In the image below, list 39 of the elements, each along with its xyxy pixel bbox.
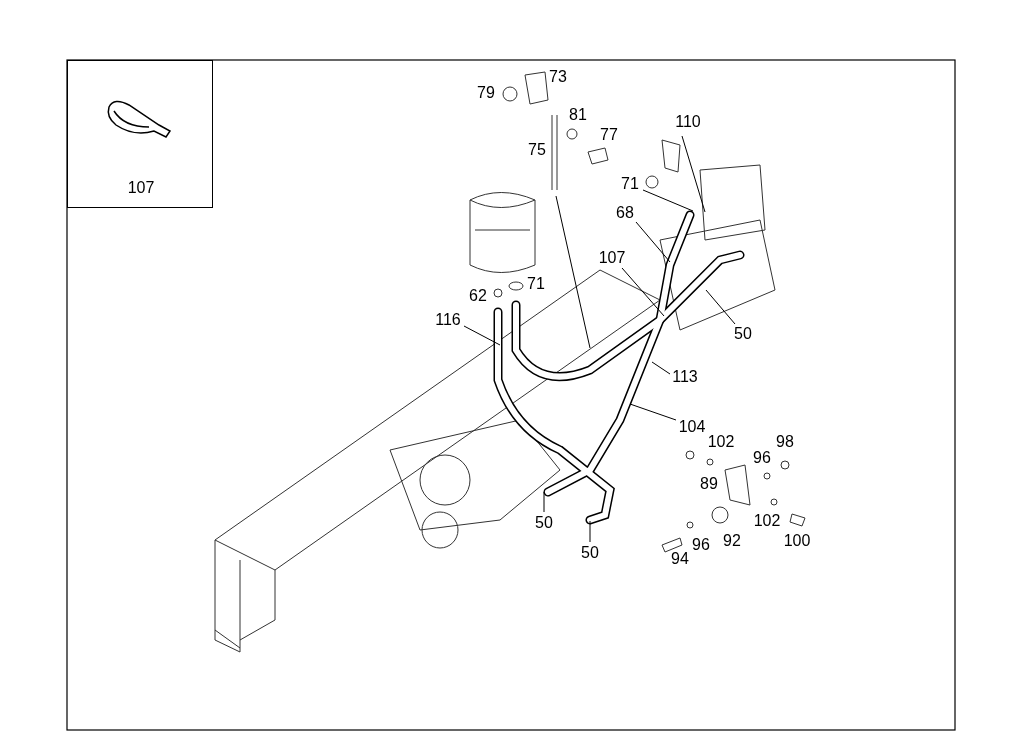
callout-number: 96 — [753, 450, 771, 466]
callout-number: 50 — [535, 515, 553, 531]
callout-number: 110 — [675, 114, 701, 130]
callout-number: 116 — [435, 312, 461, 328]
leader-line — [543, 491, 545, 513]
leader-line — [681, 135, 706, 213]
callout-number: 89 — [700, 476, 718, 492]
leader-line — [589, 520, 591, 543]
callout-number: 73 — [549, 69, 567, 85]
callout-number: 100 — [783, 533, 811, 549]
callout-number: 75 — [528, 142, 546, 158]
callout-number: 71 — [527, 276, 545, 292]
callout-number: 50 — [581, 545, 599, 561]
callout-number: 79 — [477, 85, 495, 101]
callout-number: 81 — [569, 107, 587, 123]
callout-number: 92 — [723, 533, 741, 549]
inset-box — [67, 60, 213, 208]
callout-number: 104 — [678, 419, 706, 435]
callout-number: 68 — [616, 205, 634, 221]
leader-line — [635, 221, 671, 263]
leader-line — [642, 189, 694, 212]
callout-number: 102 — [753, 513, 781, 529]
callout-number: 98 — [776, 434, 794, 450]
leader-line — [463, 325, 501, 346]
callout-number: 94 — [671, 551, 689, 567]
callout-number: 107 — [127, 180, 155, 196]
leader-line — [705, 289, 736, 325]
callout-number: 77 — [600, 127, 618, 143]
callout-number: 102 — [707, 434, 735, 450]
leader-line — [651, 361, 671, 375]
callout-number: 96 — [692, 537, 710, 553]
callout-number: 113 — [672, 369, 698, 385]
callout-number: 62 — [469, 288, 487, 304]
callout-number: 107 — [598, 250, 626, 266]
leader-line — [629, 403, 677, 421]
leader-line — [555, 195, 591, 349]
callout-number: 50 — [734, 326, 752, 342]
leader-line — [621, 267, 665, 317]
callout-number: 71 — [621, 176, 639, 192]
